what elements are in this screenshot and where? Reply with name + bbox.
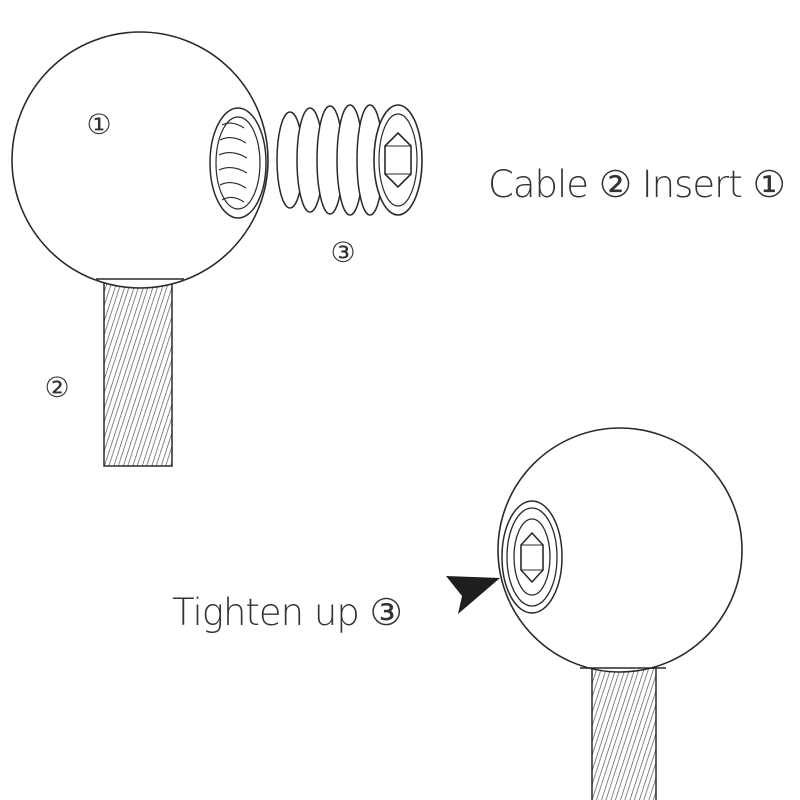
hex-socket-icon — [384, 131, 412, 189]
installed-screw — [501, 500, 563, 614]
cable-bottom — [591, 667, 657, 800]
ball-top — [11, 31, 269, 289]
cable-marker-label: ② — [44, 371, 69, 404]
ball-bottom — [497, 427, 743, 673]
set-screw — [276, 104, 423, 216]
step1-ball-marker: ① — [753, 163, 785, 206]
step2-instruction: Tighten up ③ — [172, 591, 402, 634]
threaded-hole — [209, 107, 267, 219]
step1-cable-marker: ② — [599, 163, 631, 206]
cable-top — [103, 275, 173, 467]
step1-prefix: Cable — [488, 163, 588, 206]
ball-marker-label: ① — [86, 108, 111, 141]
step2-screw-marker: ③ — [370, 591, 402, 634]
step2-prefix: Tighten up — [172, 591, 359, 634]
screw-marker-label: ③ — [330, 236, 355, 269]
hex-socket-icon-installed — [520, 531, 544, 584]
step1-instruction: Cable ② Insert ① — [488, 163, 785, 206]
pointer-arrow-icon — [446, 576, 500, 614]
step1-middle: Insert — [642, 163, 742, 206]
